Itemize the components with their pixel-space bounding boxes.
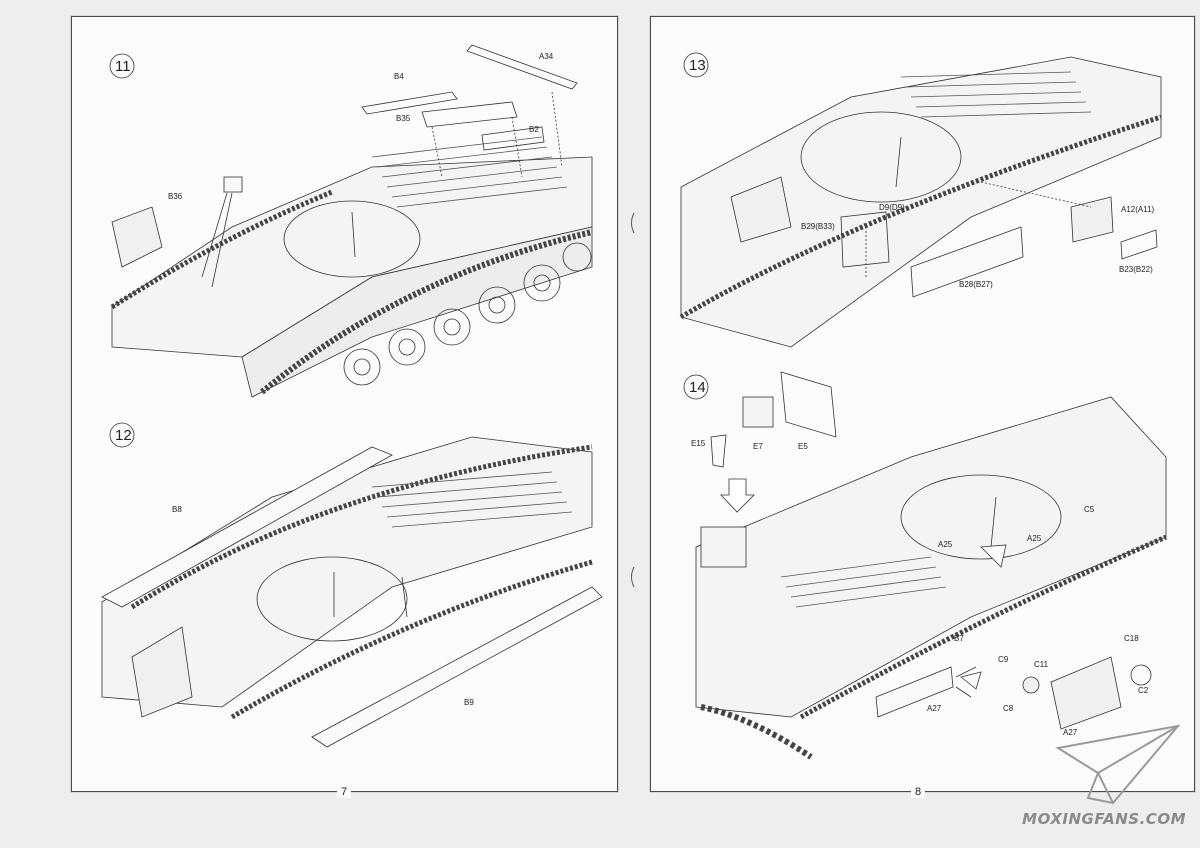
paper-plane-icon (1055, 724, 1181, 805)
part-label: B29(B33) (801, 222, 835, 231)
step-number: 12 (115, 427, 132, 444)
part-label: C9 (998, 655, 1009, 664)
step-12-badge (109, 422, 135, 448)
part-label: A25 (938, 540, 953, 549)
fold-mark-icon (631, 212, 635, 234)
part-label: B35 (396, 114, 411, 123)
part-label: E5 (798, 442, 808, 451)
step-14-labels: 14 E15 E7 E5 C5 A25 A25 B7 C18 C9 C11 C2… (689, 379, 1149, 737)
arrow-left-icon (960, 671, 982, 690)
part-label: C11 (1034, 660, 1049, 669)
assembly-drawings-left: 11 B4 A34 B35 B2 B36 12 B8 B9 (101, 44, 603, 748)
part-label: A34 (539, 52, 554, 61)
part-label: A12(A11) (1121, 205, 1155, 214)
arrow-down-icon (720, 478, 755, 513)
instruction-page-left: 11 B4 A34 B35 B2 B36 12 B8 B9 7 (71, 16, 618, 798)
page-number: 7 (337, 786, 352, 798)
part-label: B4 (394, 72, 404, 81)
step-14-badge (683, 374, 709, 400)
step-13-labels: 13 D9(D9) B29(B33) A12(A11) B23(B22) B28… (689, 57, 1155, 289)
part-label: C2 (1138, 686, 1149, 695)
part-label: C5 (1084, 505, 1095, 514)
part-label: A25 (1027, 534, 1042, 543)
part-label: B23(B22) (1119, 265, 1153, 274)
part-label: B8 (172, 505, 182, 514)
step-number: 13 (689, 57, 706, 74)
part-label: E15 (691, 439, 706, 448)
part-label: B28(B27) (959, 280, 993, 289)
part-label: E7 (753, 442, 763, 451)
page-number: 8 (911, 786, 926, 798)
watermark-text: MOXINGFANS.COM (1022, 810, 1186, 828)
step-11-labels: 11 B4 A34 B35 B2 B36 (115, 52, 554, 201)
part-label: C18 (1124, 634, 1139, 643)
instruction-page-right: 13 D9(D9) B29(B33) A12(A11) B23(B22) B28… (650, 16, 1195, 798)
part-label: C8 (1003, 704, 1014, 713)
part-label: B9 (464, 698, 474, 707)
step-number: 11 (115, 58, 131, 75)
part-label: A27 (927, 704, 942, 713)
part-label: D9(D9) (879, 203, 905, 212)
part-label: A27 (1063, 728, 1078, 737)
arrow-left-icon (980, 544, 1007, 568)
part-label: B36 (168, 192, 183, 201)
step-number: 14 (689, 379, 706, 396)
assembly-drawings-right: 13 D9(D9) B29(B33) A12(A11) B23(B22) B28… (679, 52, 1167, 760)
step-11-badge (109, 53, 135, 79)
step-12-labels: 12 B8 B9 (115, 427, 474, 707)
part-label: B7 (954, 634, 964, 643)
fold-mark-icon (631, 566, 635, 588)
step-13-badge (683, 52, 709, 78)
part-label: B2 (529, 125, 539, 134)
